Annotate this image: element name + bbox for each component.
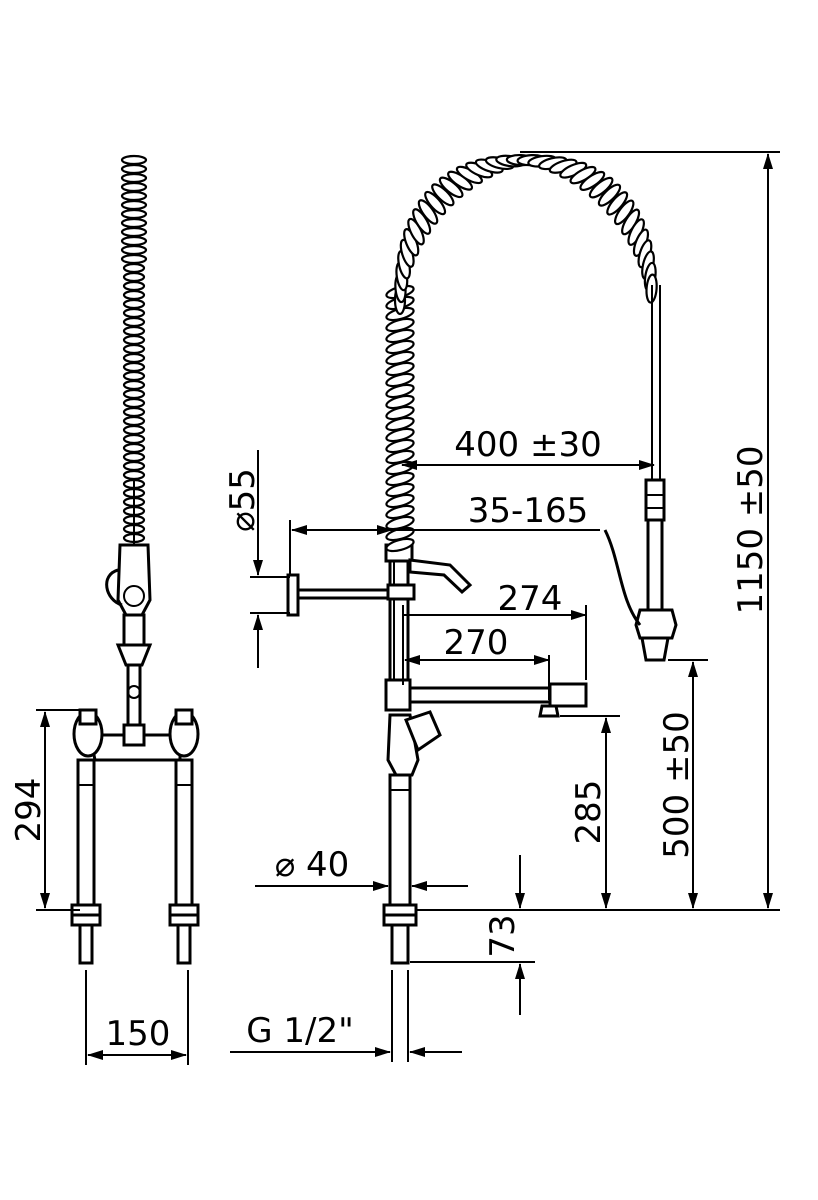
spring-coil-turn — [120, 190, 148, 202]
side-spray-valve — [634, 608, 678, 640]
spring-coil-turn — [122, 397, 146, 409]
spring-coil-turn — [122, 361, 146, 373]
dim-400: 400 ±30 — [454, 425, 601, 465]
front-right-handle-cap — [174, 708, 194, 726]
spring-coil-turn — [122, 406, 146, 418]
spring-coil-turn — [122, 343, 146, 355]
spring-coil-turn — [122, 262, 146, 274]
spring-coil-turn — [122, 280, 146, 292]
side-column — [388, 558, 410, 682]
dim-73: 73 — [483, 914, 523, 957]
front-mixer-block — [122, 723, 146, 747]
spring-coil-turn — [122, 271, 146, 283]
dim-35-165: 35-165 — [468, 491, 588, 531]
side-bracket-clamp — [386, 583, 416, 601]
dim-285: 285 — [569, 780, 609, 845]
front-left-leg — [76, 758, 96, 912]
spring-coil-turn — [122, 433, 146, 445]
front-valve-cap — [115, 643, 153, 667]
spring-coil-turn — [417, 199, 439, 225]
side-lever — [408, 558, 473, 595]
spring-coil-turn — [120, 154, 148, 166]
spring-coil-turn — [120, 226, 148, 238]
spring-coil-turn — [120, 199, 148, 211]
spring-coil-turn — [122, 415, 146, 427]
side-spout-nozzle — [538, 704, 560, 718]
side-view: ⌀55 400 ±30 35-165 274 270 285 500 ±50 1… — [223, 151, 780, 1062]
side-shank — [390, 923, 410, 965]
dim-274: 274 — [498, 579, 563, 619]
spring-coil-turn — [122, 451, 146, 463]
dim-thread: G 1/2" — [246, 1011, 354, 1051]
spring-coil-turn — [120, 217, 148, 229]
spring-coil-turn — [120, 208, 148, 220]
side-bracket-plate — [286, 573, 300, 617]
spring-coil-turn — [122, 307, 146, 319]
front-spray-head — [116, 543, 152, 617]
side-spray-nozzle — [640, 636, 670, 662]
front-riser-ring — [127, 685, 141, 699]
spring-coil-turn — [122, 442, 146, 454]
side-angled-handle — [404, 710, 442, 753]
side-spray-trigger — [603, 529, 642, 626]
front-spray-nozzle — [123, 585, 145, 607]
spring-coil-turn — [122, 289, 146, 301]
spring-coil-turn — [120, 253, 148, 265]
side-leg — [388, 773, 412, 907]
side-spray-handle — [646, 518, 664, 612]
spring-coil-turn — [122, 316, 146, 328]
front-trigger — [105, 568, 123, 607]
spring-coil-turn — [122, 379, 146, 391]
dim-diameter-40: ⌀ 40 — [275, 845, 350, 885]
dim-diameter-55: ⌀55 — [223, 468, 263, 532]
spring-coil-turn — [122, 325, 146, 337]
spring-coil-turn — [122, 469, 146, 481]
spring-coil-turn — [120, 244, 148, 256]
spring-coil-turn — [597, 183, 622, 207]
side-swing-spout — [408, 686, 552, 704]
front-right-leg — [174, 758, 194, 912]
spring-coil-turn — [122, 352, 146, 364]
spring-coil-turn — [120, 163, 148, 175]
dim-500: 500 ±50 — [657, 711, 697, 858]
dim-294: 294 — [9, 778, 49, 843]
spring-coil-turn — [424, 190, 447, 216]
front-left-shank — [78, 923, 94, 965]
side-spout-end — [548, 682, 588, 708]
spring-coil-turn — [122, 388, 146, 400]
spring-coil-turn — [122, 424, 146, 436]
dim-150: 150 — [106, 1014, 171, 1054]
spring-coil-turn — [120, 172, 148, 184]
side-valve-body — [384, 678, 412, 712]
dim-1150: 1150 ±50 — [731, 445, 771, 614]
front-left-handle-cap — [78, 708, 98, 726]
spring-coil-turn — [120, 235, 148, 247]
side-spray-head — [644, 478, 666, 522]
spring-coil-turn — [588, 176, 614, 199]
spring-coil-turn — [120, 181, 148, 193]
front-right-shank — [176, 923, 192, 965]
spring-coil-turn — [122, 298, 146, 310]
spring-coil-turn — [122, 370, 146, 382]
front-view: 294 150 — [9, 154, 200, 1065]
spring-coil-turn — [122, 334, 146, 346]
front-connector — [122, 613, 146, 647]
spring-coil-turn — [122, 460, 146, 472]
dim-270: 270 — [444, 623, 509, 663]
